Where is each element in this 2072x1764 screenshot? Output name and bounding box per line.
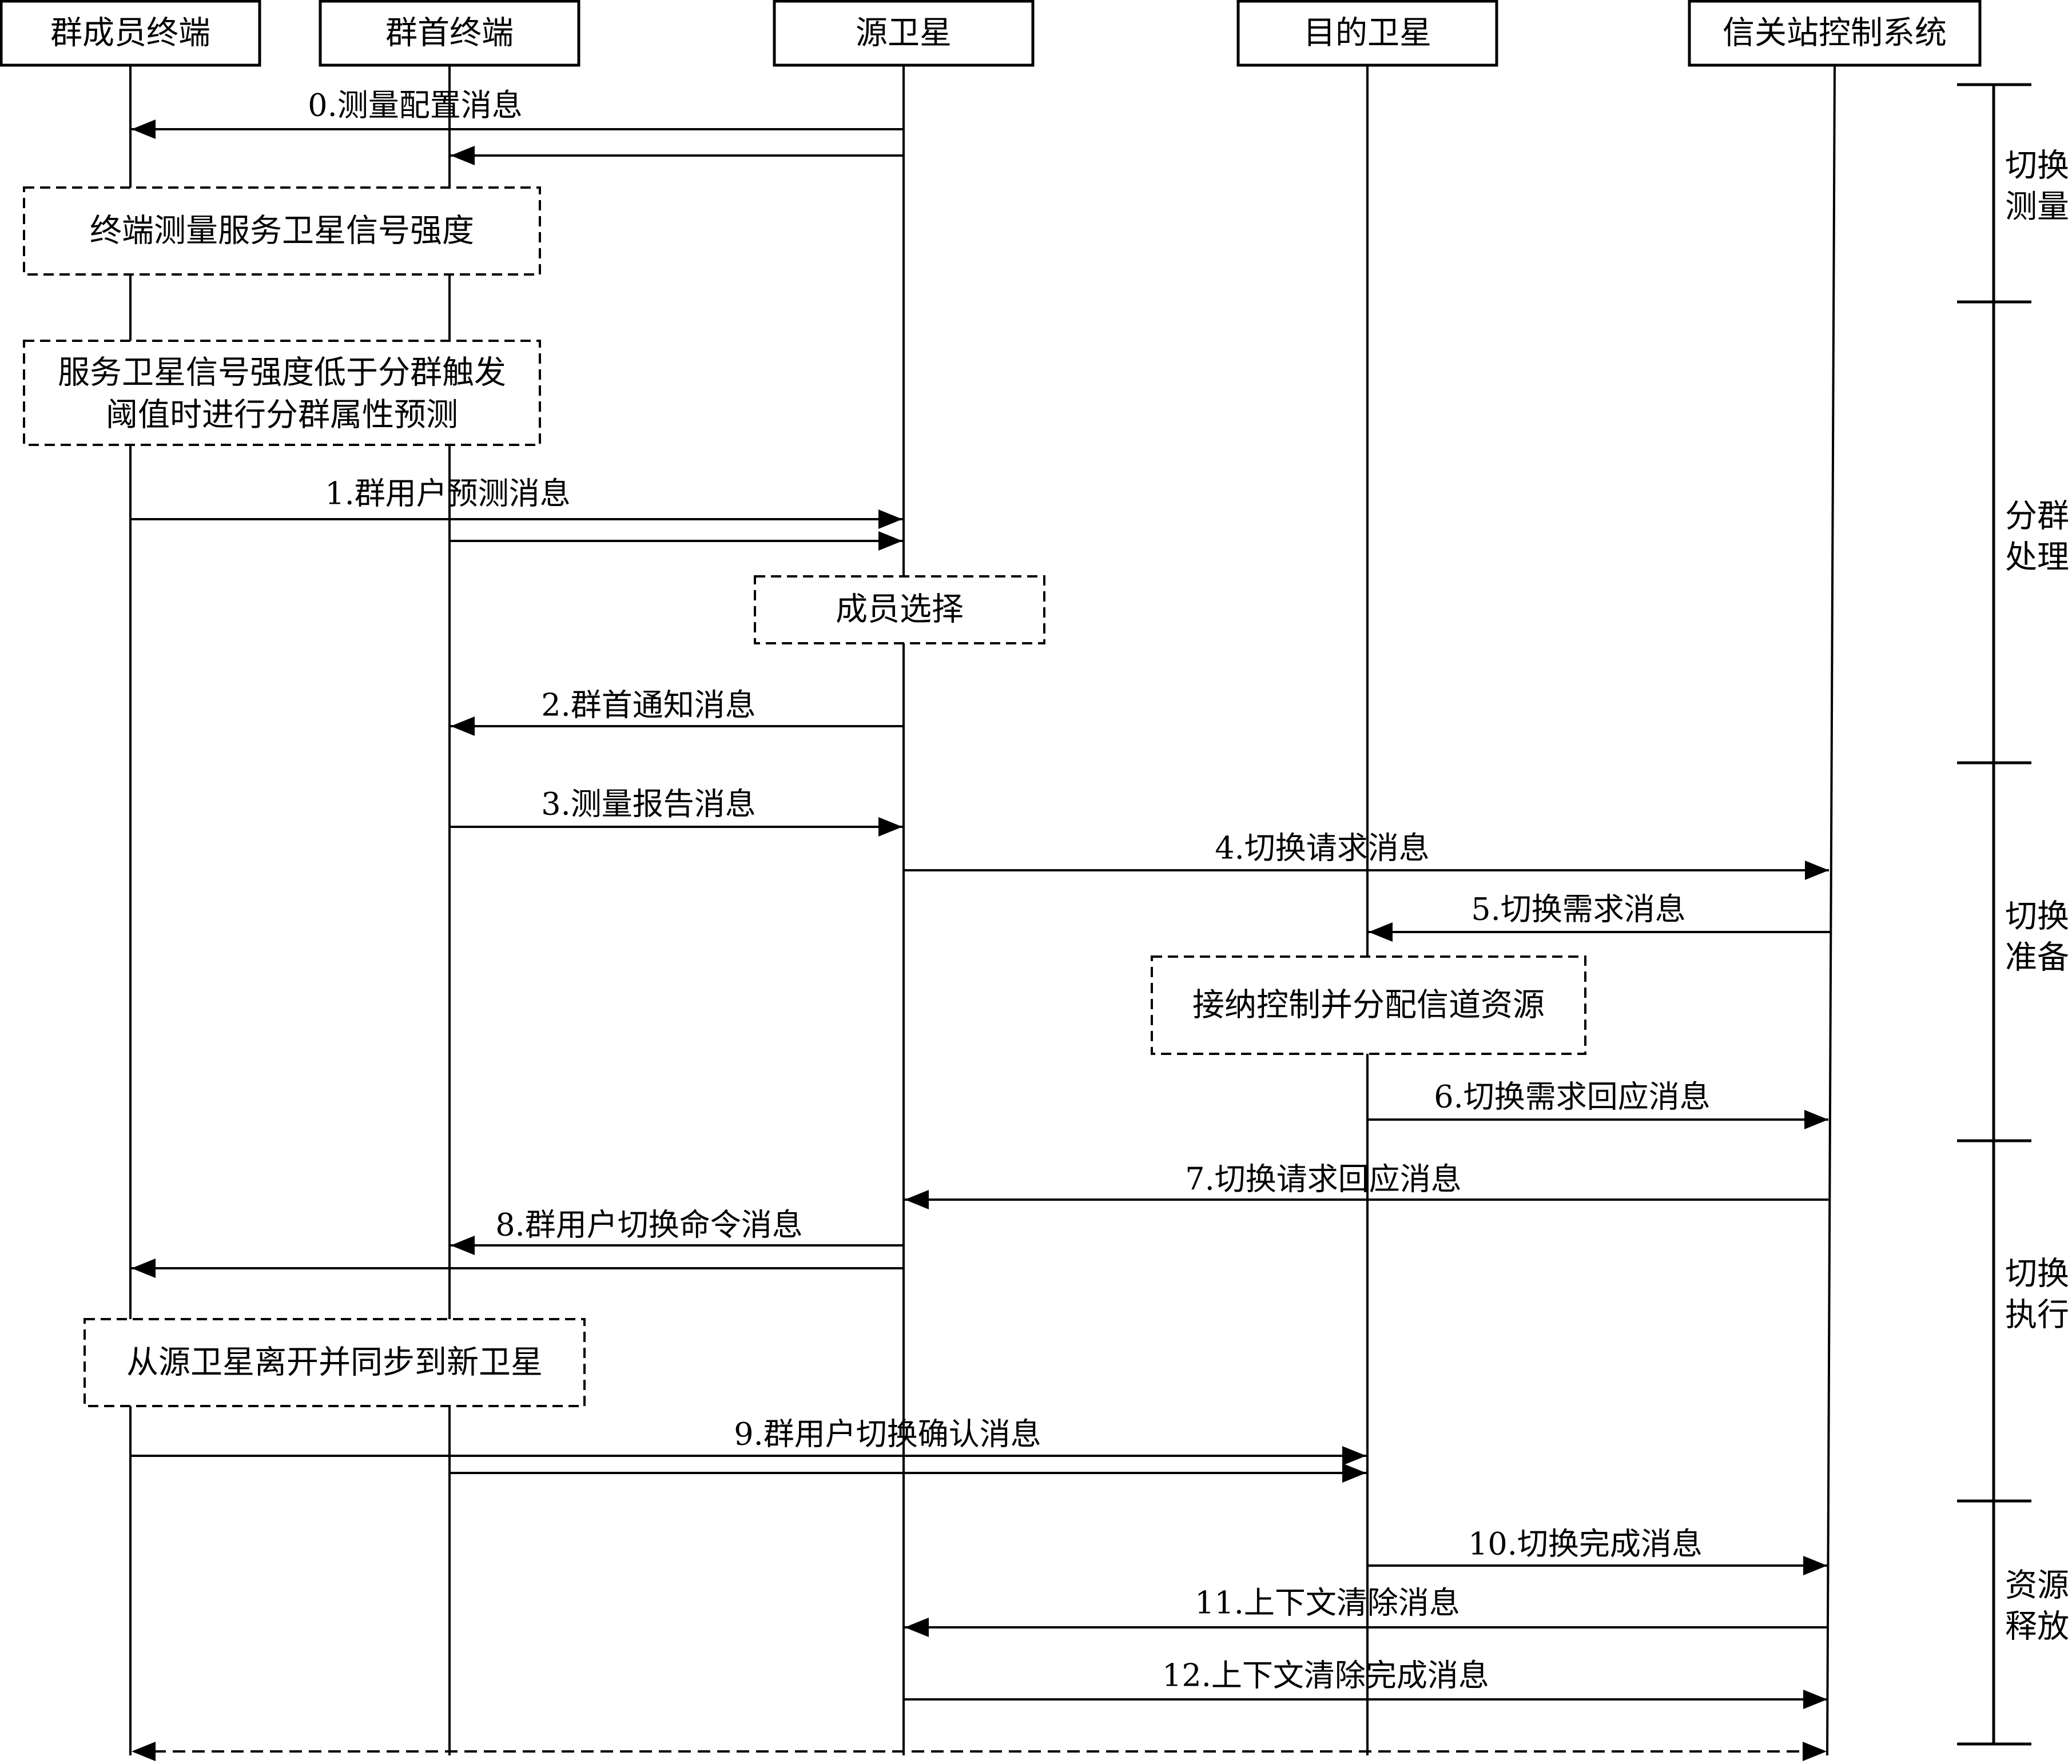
message-label-10: 10.切换完成消息: [1468, 1526, 1703, 1562]
note-grouping-prediction-line1: 服务卫星信号强度低于分群触发: [58, 355, 506, 392]
messages: [130, 120, 1830, 1761]
participant-target-satellite: 目的卫星: [1236, 0, 1498, 67]
message-label-11: 11.上下文清除消息: [1195, 1585, 1460, 1621]
note-grouping-prediction: 服务卫星信号强度低于分群触发 阈值时进行分群属性预测: [23, 340, 541, 446]
arrowhead: [132, 1742, 156, 1761]
phase-preparation-line2: 准备: [2005, 939, 2069, 977]
message-label-12: 12.上下文清除完成消息: [1162, 1658, 1489, 1694]
phase-measure: 切换 测量: [2005, 148, 2069, 226]
participants: 群成员终端 群首终端 源卫星 目的卫星 信关站控制系统: [0, 0, 1982, 67]
phase-dividers: [1957, 83, 2031, 1746]
arrowhead: [1803, 1690, 1827, 1709]
phase-execution: 切换 执行: [2005, 1256, 2069, 1334]
note-grouping-prediction-line2: 阈值时进行分群属性预测: [106, 397, 458, 434]
phase-release-line2: 释放: [2005, 1608, 2069, 1646]
note-admission-control-text: 接纳控制并分配信道资源: [1192, 987, 1545, 1024]
phase-grouping: 分群 处理: [2005, 498, 2069, 576]
note-measure-signal: 终端测量服务卫星信号强度: [23, 186, 541, 276]
arrowhead: [451, 1236, 475, 1255]
arrowhead: [1805, 861, 1829, 880]
note-sync-new-satellite-text: 从源卫星离开并同步到新卫星: [126, 1344, 543, 1381]
note-member-selection: 成员选择: [754, 575, 1045, 644]
arrowhead: [878, 531, 902, 551]
arrowhead: [1803, 1556, 1827, 1575]
participant-source-satellite-label: 源卫星: [856, 15, 952, 52]
arrowhead: [905, 1618, 929, 1637]
arrowhead: [878, 817, 902, 837]
message-label-1: 1.群用户预测消息: [325, 476, 571, 512]
phase-grouping-line2: 处理: [2005, 539, 2069, 576]
arrowhead: [1804, 1110, 1828, 1129]
arrowhead: [1342, 1463, 1366, 1483]
participant-member: 群成员终端: [0, 0, 261, 67]
arrowhead: [1803, 1742, 1827, 1761]
phase-preparation-line1: 切换: [2005, 898, 2069, 935]
arrowhead: [878, 509, 902, 529]
message-label-9: 9.群用户切换确认消息: [734, 1416, 1041, 1452]
message-labels: 0.测量配置消息 1.群用户预测消息 2.群首通知消息 3.测量报告消息 4.切…: [308, 87, 1711, 1694]
participant-member-label: 群成员终端: [50, 15, 210, 52]
note-measure-signal-text: 终端测量服务卫星信号强度: [90, 213, 474, 250]
participant-source-satellite: 源卫星: [773, 0, 1035, 67]
arrowhead: [451, 716, 475, 736]
message-label-7: 7.切换请求回应消息: [1185, 1161, 1462, 1197]
message-label-0: 0.测量配置消息: [308, 87, 523, 124]
arrowhead: [132, 1259, 156, 1278]
phase-execution-line1: 切换: [2005, 1256, 2069, 1293]
message-label-8: 8.群用户切换命令消息: [495, 1207, 803, 1243]
phase-execution-line2: 执行: [2005, 1297, 2069, 1334]
phase-measure-line1: 切换: [2005, 148, 2069, 185]
participant-head-label: 群首终端: [385, 15, 514, 52]
phase-measure-line2: 测量: [2005, 189, 2069, 226]
message-label-6: 6.切换需求回应消息: [1434, 1079, 1711, 1115]
arrowhead: [132, 120, 156, 139]
lifeline-gateway-control: [1826, 65, 1836, 1756]
phase-release: 资源 释放: [2005, 1567, 2069, 1646]
arrowhead: [1369, 922, 1393, 942]
arrowhead: [451, 146, 475, 165]
message-label-4: 4.切换请求消息: [1215, 830, 1430, 866]
phase-release-line1: 资源: [2005, 1567, 2069, 1604]
note-member-selection-text: 成员选择: [836, 591, 964, 628]
participant-head: 群首终端: [319, 0, 580, 67]
arrowhead: [1342, 1446, 1366, 1466]
note-sync-new-satellite: 从源卫星离开并同步到新卫星: [83, 1318, 586, 1407]
phase-grouping-line1: 分群: [2005, 498, 2069, 535]
message-label-2: 2.群首通知消息: [541, 687, 756, 723]
message-label-5: 5.切换需求消息: [1471, 891, 1686, 927]
phase-bracket: 切换 测量 分群 处理 切换 准备 切换 执行 资源 释放: [1957, 83, 2069, 1746]
message-label-3: 3.测量报告消息: [541, 786, 756, 822]
participant-gateway-control: 信关站控制系统: [1688, 0, 1982, 67]
participant-target-satellite-label: 目的卫星: [1303, 15, 1431, 52]
note-admission-control: 接纳控制并分配信道资源: [1151, 955, 1586, 1055]
arrowhead: [905, 1190, 929, 1209]
notes: 终端测量服务卫星信号强度 服务卫星信号强度低于分群触发 阈值时进行分群属性预测 …: [23, 186, 1586, 1407]
phase-preparation: 切换 准备: [2005, 898, 2069, 977]
participant-gateway-control-label: 信关站控制系统: [1723, 15, 1947, 52]
